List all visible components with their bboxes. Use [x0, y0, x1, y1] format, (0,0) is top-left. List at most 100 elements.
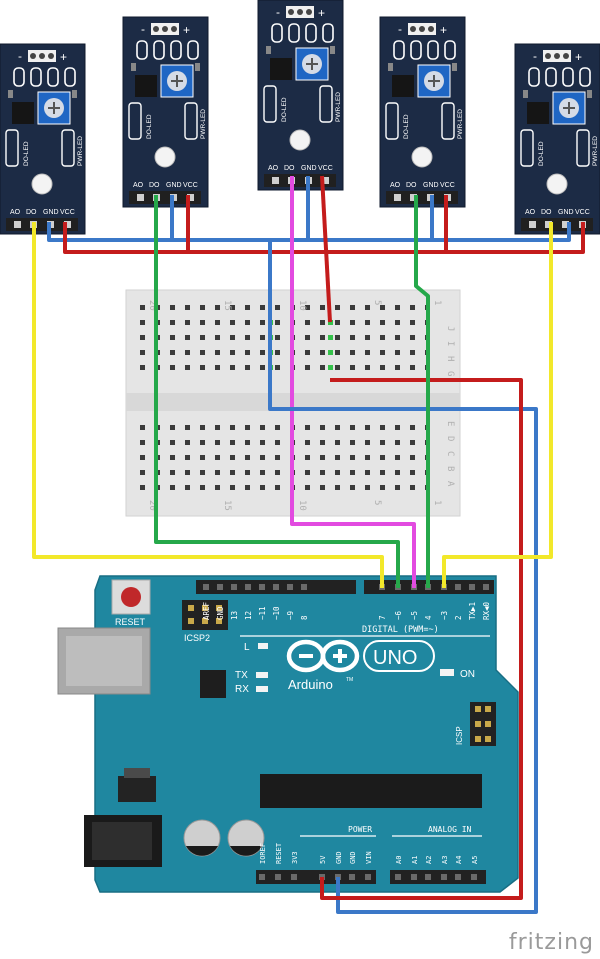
led-rx: [256, 686, 268, 692]
led: [520, 129, 534, 167]
header-pin[interactable]: [275, 874, 281, 880]
power-pin-label: 3V3: [291, 851, 299, 864]
potentiometer[interactable]: [37, 91, 71, 125]
breadboard-column-number: 15: [222, 300, 232, 311]
capacitor: [227, 819, 265, 857]
svg-text:DO: DO: [26, 209, 37, 216]
arduino-logo: [286, 639, 360, 673]
wire-red-5v: [320, 378, 523, 900]
pin-label: ~10: [272, 606, 281, 620]
pin-label: ~9: [286, 611, 295, 620]
svg-text:PWR-LED: PWR-LED: [200, 109, 207, 139]
breadboard-row-letter: I: [445, 341, 455, 346]
svg-text:AO: AO: [268, 165, 279, 172]
comparator-chip: [392, 75, 414, 97]
potentiometer[interactable]: [552, 91, 586, 125]
svg-text:GND: GND: [423, 182, 439, 189]
svg-text:-: -: [276, 5, 280, 19]
power-pin-label: 5V: [319, 855, 327, 864]
led: [5, 129, 19, 167]
header-pin[interactable]: [245, 584, 251, 590]
header-pin[interactable]: [287, 584, 293, 590]
svg-text:GND: GND: [166, 182, 182, 189]
svg-text:-: -: [18, 49, 22, 63]
sensor-element: [289, 129, 311, 151]
pin-label: ~3: [440, 611, 449, 620]
header-pin[interactable]: [231, 584, 237, 590]
analog-in-label: ANALOG IN: [428, 825, 472, 834]
header-pin[interactable]: [395, 874, 401, 880]
fritzing-watermark: fritzing: [508, 930, 594, 955]
svg-text:TM: TM: [346, 677, 353, 683]
svg-text:RX: RX: [235, 684, 249, 695]
pin-label: TX▶1: [468, 602, 477, 620]
svg-text:-: -: [398, 22, 402, 36]
header-pin[interactable]: [301, 584, 307, 590]
svg-text:PWR-LED: PWR-LED: [335, 92, 342, 122]
svg-text:PWR-LED: PWR-LED: [457, 109, 464, 139]
pin-label: ~5: [410, 611, 419, 620]
analog-pin-label: A2: [425, 856, 433, 864]
header-pin[interactable]: [365, 874, 371, 880]
led: [263, 85, 277, 123]
breadboard-column-number: 5: [372, 500, 382, 505]
led: [441, 102, 455, 140]
header-pin[interactable]: [441, 874, 447, 880]
breadboard-row-letter: D: [445, 436, 455, 441]
power-pin-label: GND: [349, 851, 357, 864]
led: [128, 102, 142, 140]
header-pin[interactable]: [291, 874, 297, 880]
svg-text:VCC: VCC: [183, 182, 198, 189]
header-pin[interactable]: [349, 874, 355, 880]
svg-text:+: +: [440, 23, 447, 37]
signal-header: [129, 191, 201, 204]
icsp2-header: [182, 600, 228, 630]
pin-label: ~11: [258, 606, 267, 620]
analog-pin-label: A5: [471, 856, 479, 864]
led: [576, 129, 590, 167]
svg-text:DO: DO: [406, 182, 417, 189]
power-pin-label: RESET: [275, 842, 283, 864]
svg-text:UNO: UNO: [373, 647, 417, 669]
analog-header: [390, 870, 486, 884]
header-pin[interactable]: [217, 584, 223, 590]
svg-text:DO-LED: DO-LED: [23, 141, 30, 166]
svg-text:TX: TX: [235, 670, 248, 681]
header-pin[interactable]: [273, 584, 279, 590]
breadboard-column-number: 10: [297, 500, 307, 511]
breadboard-row-letter: B: [445, 466, 455, 471]
power-header: [543, 50, 571, 62]
breadboard-column-number: 10: [297, 300, 307, 311]
digital-label: DIGITAL (PWM=~): [362, 625, 439, 635]
pin-label: 13: [230, 611, 239, 620]
wire-magenta: [290, 176, 416, 588]
signal-header: [6, 218, 78, 231]
header-pin[interactable]: [455, 584, 461, 590]
header-pin[interactable]: [425, 874, 431, 880]
svg-text:VCC: VCC: [318, 165, 333, 172]
header-pin[interactable]: [471, 874, 477, 880]
power-label: POWER: [348, 825, 372, 834]
potentiometer[interactable]: [417, 64, 451, 98]
pin-label: 2: [454, 615, 463, 620]
sensor-element: [411, 146, 433, 168]
header-pin[interactable]: [259, 584, 265, 590]
uno-badge: [363, 640, 435, 672]
breadboard-row-letter: A: [445, 481, 455, 487]
header-pin[interactable]: [483, 584, 489, 590]
header-pin[interactable]: [203, 584, 209, 590]
header-pin[interactable]: [411, 874, 417, 880]
header-pin[interactable]: [469, 584, 475, 590]
breadboard-column-number: 1: [432, 300, 442, 305]
reset-label: RESET: [115, 617, 146, 627]
led-l: [258, 643, 268, 649]
header-pin[interactable]: [455, 874, 461, 880]
potentiometer[interactable]: [160, 64, 194, 98]
svg-text:GND: GND: [301, 165, 317, 172]
potentiometer[interactable]: [295, 47, 329, 81]
pin-label: 8: [300, 615, 309, 620]
header-pin[interactable]: [259, 874, 265, 880]
